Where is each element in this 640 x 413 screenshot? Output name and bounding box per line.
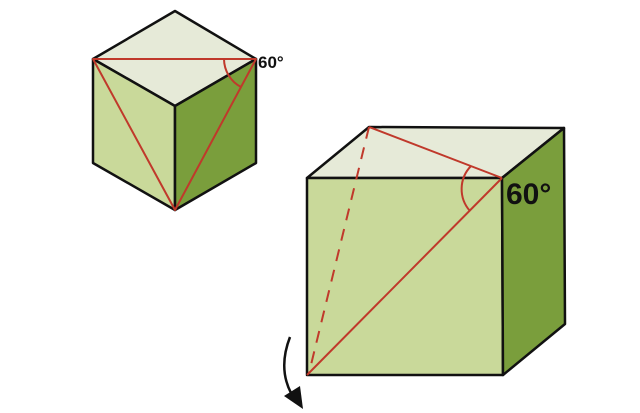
- large-cube: 60°: [305, 125, 567, 377]
- small-cube: 60°: [91, 9, 284, 212]
- large-cube-hidden-diagonal: [308, 126, 370, 374]
- rotation-arrow-icon: [283, 336, 303, 409]
- small-cube-angle-label: 60°: [258, 53, 284, 72]
- large-cube-angle-label: 60°: [506, 178, 551, 211]
- small-cube-angle-arc: [223, 58, 242, 88]
- large-cube-side-face: [500, 126, 567, 377]
- large-cube-angle-arc: [460, 165, 472, 212]
- large-cube-top-diagonal: [368, 126, 503, 179]
- small-cube-diagonal-triangle: [92, 58, 257, 211]
